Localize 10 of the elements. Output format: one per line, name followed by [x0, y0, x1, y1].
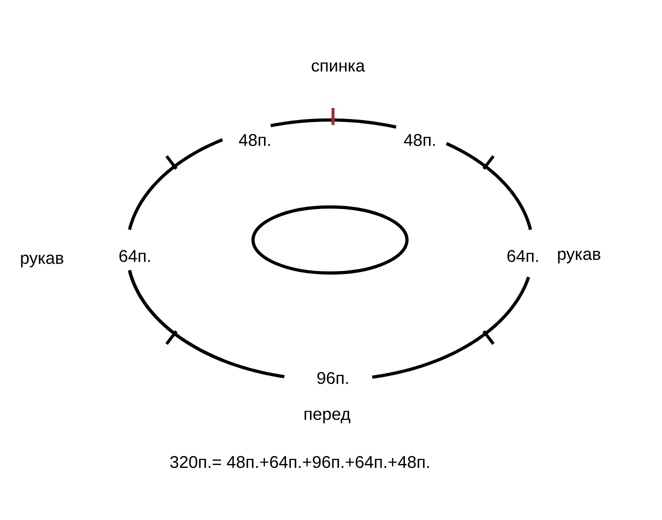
stitch-count: 48п. — [238, 134, 270, 146]
region-label: рукав — [558, 250, 600, 264]
stitch-count: 96п. — [317, 372, 348, 384]
stitch-count: 64п. — [507, 250, 538, 262]
region-label: рукав — [21, 254, 64, 268]
formula-text: 320п.= 48п.+64п.+96п.+64п.+48п. — [170, 456, 429, 468]
stitch-count: 48п. — [404, 134, 435, 146]
region-label: перед — [304, 410, 350, 424]
stitch-count: 64п. — [119, 250, 150, 262]
region-label: спинка — [312, 62, 365, 72]
